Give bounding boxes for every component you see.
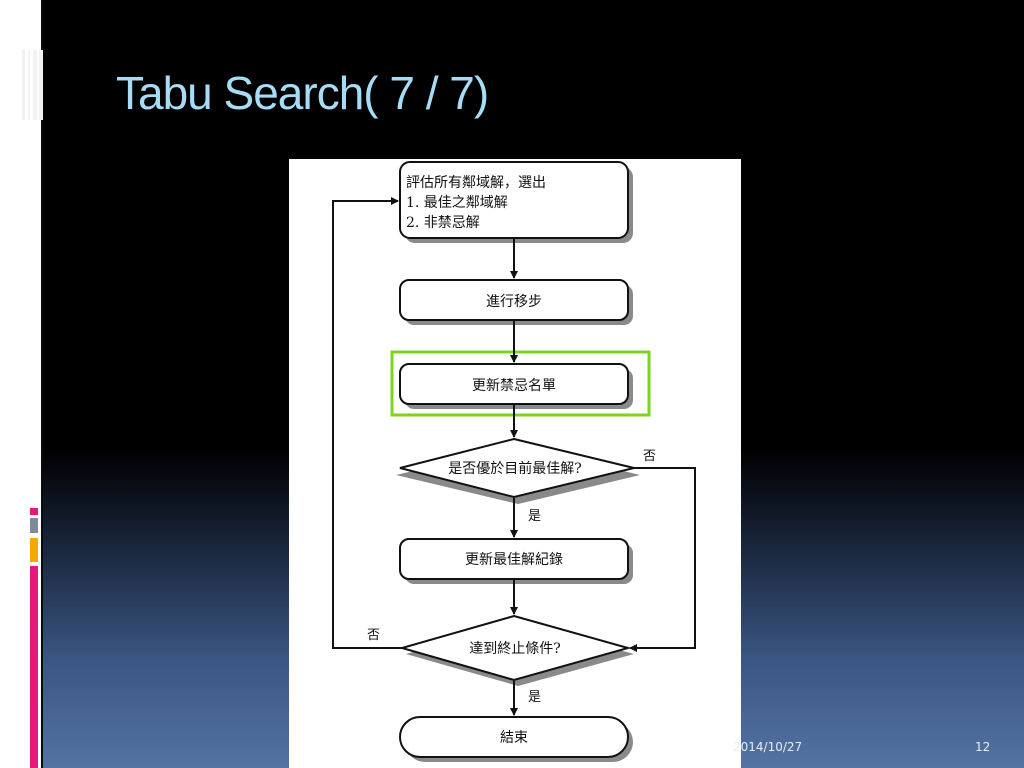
decision-better-than-best: 是否優於目前最佳解? <box>396 437 640 504</box>
slide-title: Tabu Search( 7 / 7) <box>116 67 489 119</box>
box-update-best-label: 更新最佳解紀錄 <box>465 552 563 568</box>
title-bars-decoration <box>22 50 44 120</box>
box-update-tabu-label: 更新禁忌名單 <box>472 378 556 394</box>
terminal-end-label: 結束 <box>500 730 528 746</box>
label-yes-stop: 是 <box>528 690 541 705</box>
flowchart-connectors <box>332 197 696 716</box>
decision-stop-condition: 達到終止條件? <box>398 614 634 686</box>
terminal-end: 結束 <box>399 716 633 762</box>
box-update-best-record: 更新最佳解紀錄 <box>399 538 633 584</box>
flowchart-svg: 評估所有鄰域解，選出 1. 最佳之鄰域解 2. 非禁忌解 進行移步 更新禁忌名單 <box>332 161 696 762</box>
box-move-label: 進行移步 <box>486 294 542 310</box>
accent-pink-bar-top <box>30 508 38 515</box>
box-evaluate-line3: 2. 非禁忌解 <box>406 215 480 231</box>
accent-bars <box>30 508 38 768</box>
box-perform-move: 進行移步 <box>399 279 633 325</box>
box-evaluate-neighbors: 評估所有鄰域解，選出 1. 最佳之鄰域解 2. 非禁忌解 <box>399 161 633 243</box>
box-evaluate-line1: 評估所有鄰域解，選出 <box>406 175 546 191</box>
accent-pink-bar <box>30 566 38 768</box>
label-no-stop: 否 <box>367 628 380 643</box>
box-evaluate-line2: 1. 最佳之鄰域解 <box>406 195 508 211</box>
flowchart-figure: 評估所有鄰域解，選出 1. 最佳之鄰域解 2. 非禁忌解 進行移步 更新禁忌名單 <box>289 159 741 768</box>
label-yes-better: 是 <box>528 509 541 524</box>
accent-orange-bar <box>30 538 38 562</box>
label-no-better: 否 <box>643 449 656 464</box>
highlight-frame <box>390 350 651 417</box>
decision-better-label: 是否優於目前最佳解? <box>448 460 582 477</box>
box-update-tabu-list: 更新禁忌名單 <box>399 363 633 409</box>
left-edge-line <box>41 0 43 768</box>
accent-gray-bar <box>30 518 38 533</box>
decision-stop-label: 達到終止條件? <box>469 641 561 657</box>
footer-date: 2014/10/27 <box>733 740 803 754</box>
slide-number: 12 <box>975 740 991 754</box>
